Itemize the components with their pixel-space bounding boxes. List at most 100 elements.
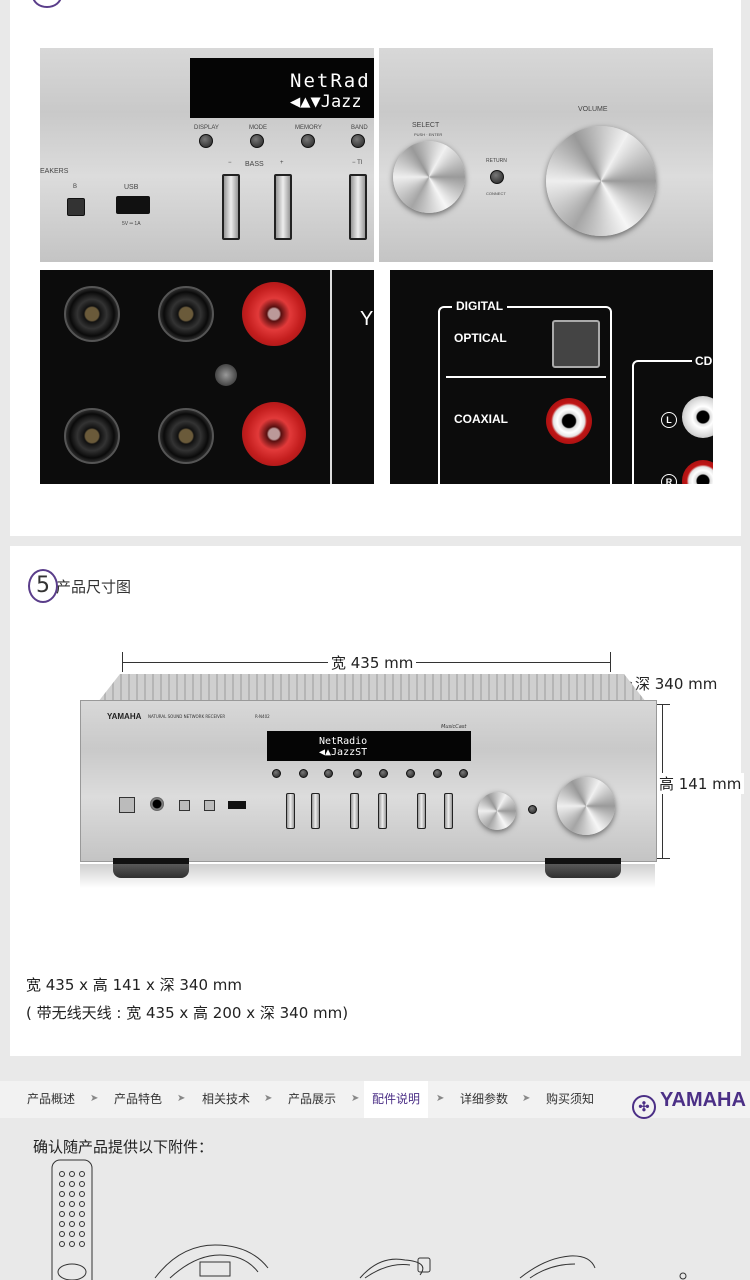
nav-item-specifications[interactable]: 详细参数 <box>460 1092 509 1106</box>
receiver-top <box>98 674 646 702</box>
nav-item-overview[interactable]: 产品概述 <box>27 1092 76 1106</box>
terminal-post-red-1 <box>242 282 306 346</box>
band-button-label: BAND <box>351 125 368 131</box>
logo-text: YAMAHA <box>660 1089 746 1111</box>
left-channel-marker: L <box>661 412 677 428</box>
terminal-post-2 <box>158 286 214 342</box>
height-tick-bottom <box>654 858 670 859</box>
nav-item-purchase-notes[interactable]: 购买须知 <box>546 1092 595 1106</box>
front-slider-6 <box>444 793 453 829</box>
terminal-post-1 <box>64 286 120 342</box>
volume-label: VOLUME <box>578 106 608 113</box>
width-label: 宽 435 mm <box>328 652 417 673</box>
terminal-post-3 <box>64 408 120 464</box>
display-window: NetRad ◀▲▼Jazz <box>190 58 374 118</box>
front-brand: YAMAHA <box>107 712 142 721</box>
bass-plus: + <box>280 160 284 166</box>
front-display: NetRadio ◀▲JazzST <box>267 731 471 761</box>
treble-slider <box>349 174 367 240</box>
wireless-antenna-icon <box>519 1255 596 1279</box>
right-channel-marker: R <box>661 474 677 484</box>
usb-rating: 5V ═ 1A <box>122 221 141 227</box>
bass-minus: − <box>228 160 232 166</box>
display-button <box>199 134 213 148</box>
cable-icon <box>359 1257 431 1279</box>
speaker-b-label: B <box>73 184 78 190</box>
accessories-title: 确认随产品提供以下附件： <box>33 1138 214 1156</box>
height-label: 高 141 mm <box>656 773 745 794</box>
brand-partial: Y <box>360 308 374 330</box>
front-button-3 <box>324 769 333 778</box>
chassis-screw <box>215 364 237 386</box>
speakers-label: EAKERS <box>40 168 69 175</box>
front-display-line-2: ◀▲JazzST <box>319 747 368 758</box>
usb-port <box>116 196 150 214</box>
terminal-post-4 <box>158 408 214 464</box>
section-number-partial <box>32 0 62 8</box>
front-panel-left-photo: NetRad ◀▲▼Jazz DISPLAY MODE MEMORY BAND … <box>40 48 374 262</box>
front-button-7 <box>433 769 442 778</box>
digital-label: DIGITAL <box>452 299 508 313</box>
cd-box <box>632 360 713 484</box>
cd-label: CD <box>692 354 713 368</box>
nav-item-features[interactable]: 产品特色 <box>114 1092 163 1106</box>
front-usb <box>228 801 246 809</box>
front-slider-5 <box>417 793 426 829</box>
yamaha-logo[interactable]: ✣YAMAHA <box>632 1086 746 1119</box>
nav-arrow-icon: ➤ <box>351 1093 360 1104</box>
treble-partial-label: − TI <box>352 160 363 166</box>
tuning-fork-icon: ✣ <box>632 1095 656 1119</box>
width-tick-right <box>610 652 611 672</box>
nav-item-technology[interactable]: 相关技术 <box>202 1092 251 1106</box>
remote-control-icon <box>51 1159 93 1280</box>
digital-box <box>438 306 612 484</box>
display-button-label: DISPLAY <box>194 125 219 131</box>
nav-arrow-icon: ➤ <box>177 1093 186 1104</box>
detail-photos-card: NetRad ◀▲▼Jazz DISPLAY MODE MEMORY BAND … <box>10 0 741 536</box>
front-button-1 <box>272 769 281 778</box>
digital-inputs-photo: DIGITAL OPTICAL COAXIAL CD L R <box>390 270 713 484</box>
front-model: R-N402 <box>255 714 270 719</box>
bass-slider-2 <box>274 174 292 240</box>
receiver-reflection <box>80 864 655 888</box>
nav-arrow-icon: ➤ <box>264 1093 273 1104</box>
width-tick-left <box>122 652 123 672</box>
panel-divider <box>330 270 332 484</box>
bass-label: BASS <box>245 161 264 168</box>
front-phones-jack <box>150 797 164 811</box>
front-musiccast: MusicCast <box>441 724 467 730</box>
mode-button-label: MODE <box>249 125 267 131</box>
front-slider-3 <box>350 793 359 829</box>
return-button <box>490 170 504 184</box>
select-knob <box>393 141 465 213</box>
bass-slider-1 <box>222 174 240 240</box>
accessory-icon <box>679 1272 687 1280</box>
memory-button <box>301 134 315 148</box>
height-tick-top <box>654 704 670 705</box>
nav-arrow-icon: ➤ <box>436 1093 445 1104</box>
display-line-2: ◀▲▼Jazz <box>290 92 362 112</box>
front-button-2 <box>299 769 308 778</box>
band-button <box>351 134 365 148</box>
section-number: 5 <box>28 569 58 603</box>
optical-coax-divider <box>446 376 606 378</box>
front-model-text: NATURAL SOUND NETWORK RECEIVER <box>148 714 226 719</box>
nav-item-gallery[interactable]: 产品展示 <box>288 1092 337 1106</box>
front-speaker-b <box>204 800 215 811</box>
spec-line-2: ( 带无线天线 : 宽 435 x 高 200 x 深 340 mm) <box>26 1004 349 1022</box>
front-button-8 <box>459 769 468 778</box>
select-sublabel: PUSH · ENTER <box>414 132 443 137</box>
depth-label: 深 340 mm <box>632 673 721 694</box>
usb-label: USB <box>124 184 139 191</box>
front-slider-4 <box>378 793 387 829</box>
coaxial-label: COAXIAL <box>454 412 508 426</box>
volume-knob <box>546 126 656 236</box>
nav-item-accessories[interactable]: 配件说明 <box>364 1081 429 1118</box>
front-power-button <box>119 797 135 813</box>
front-button-4 <box>353 769 362 778</box>
mode-button <box>250 134 264 148</box>
front-volume-knob <box>557 777 615 835</box>
front-slider-1 <box>286 793 295 829</box>
nav-arrow-icon: ➤ <box>522 1093 531 1104</box>
display-line-1: NetRad <box>290 70 371 92</box>
